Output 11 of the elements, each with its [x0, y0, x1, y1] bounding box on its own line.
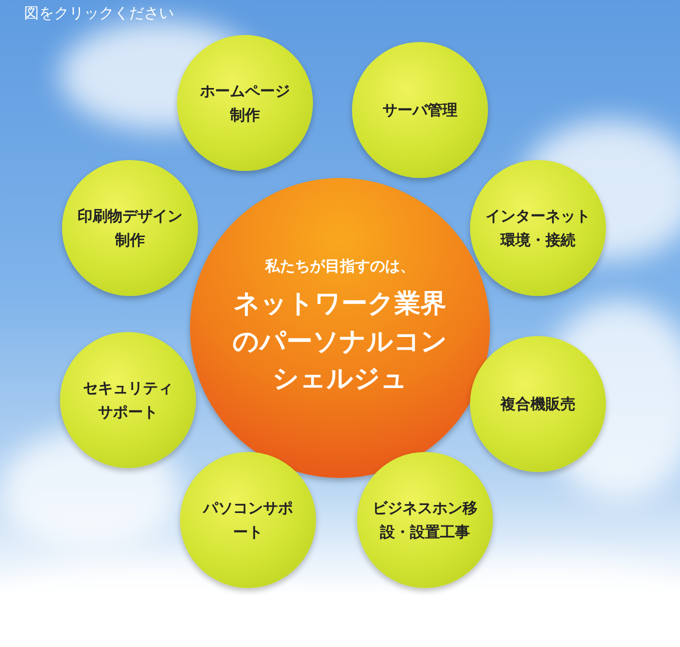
instruction-text: 図をクリックください	[24, 4, 174, 23]
intro-text: 私たちが目指すのは、	[264, 256, 416, 276]
service-label: 印刷物デザイン制作	[76, 206, 184, 251]
service-label: サーバ管理	[382, 100, 458, 121]
headline-text: ネットワーク業界のパーソナルコンシェルジュ	[232, 288, 448, 396]
service-label: ホームページ制作	[199, 81, 291, 126]
service-label: インターネット環境・接続	[484, 206, 592, 251]
service-label: 複合機販売	[499, 394, 576, 415]
service-label: パソコンサポート	[202, 498, 294, 543]
service-label: セキュリティサポート	[82, 378, 174, 423]
service-label: ビジネスホン移設・設置工事	[372, 498, 478, 543]
